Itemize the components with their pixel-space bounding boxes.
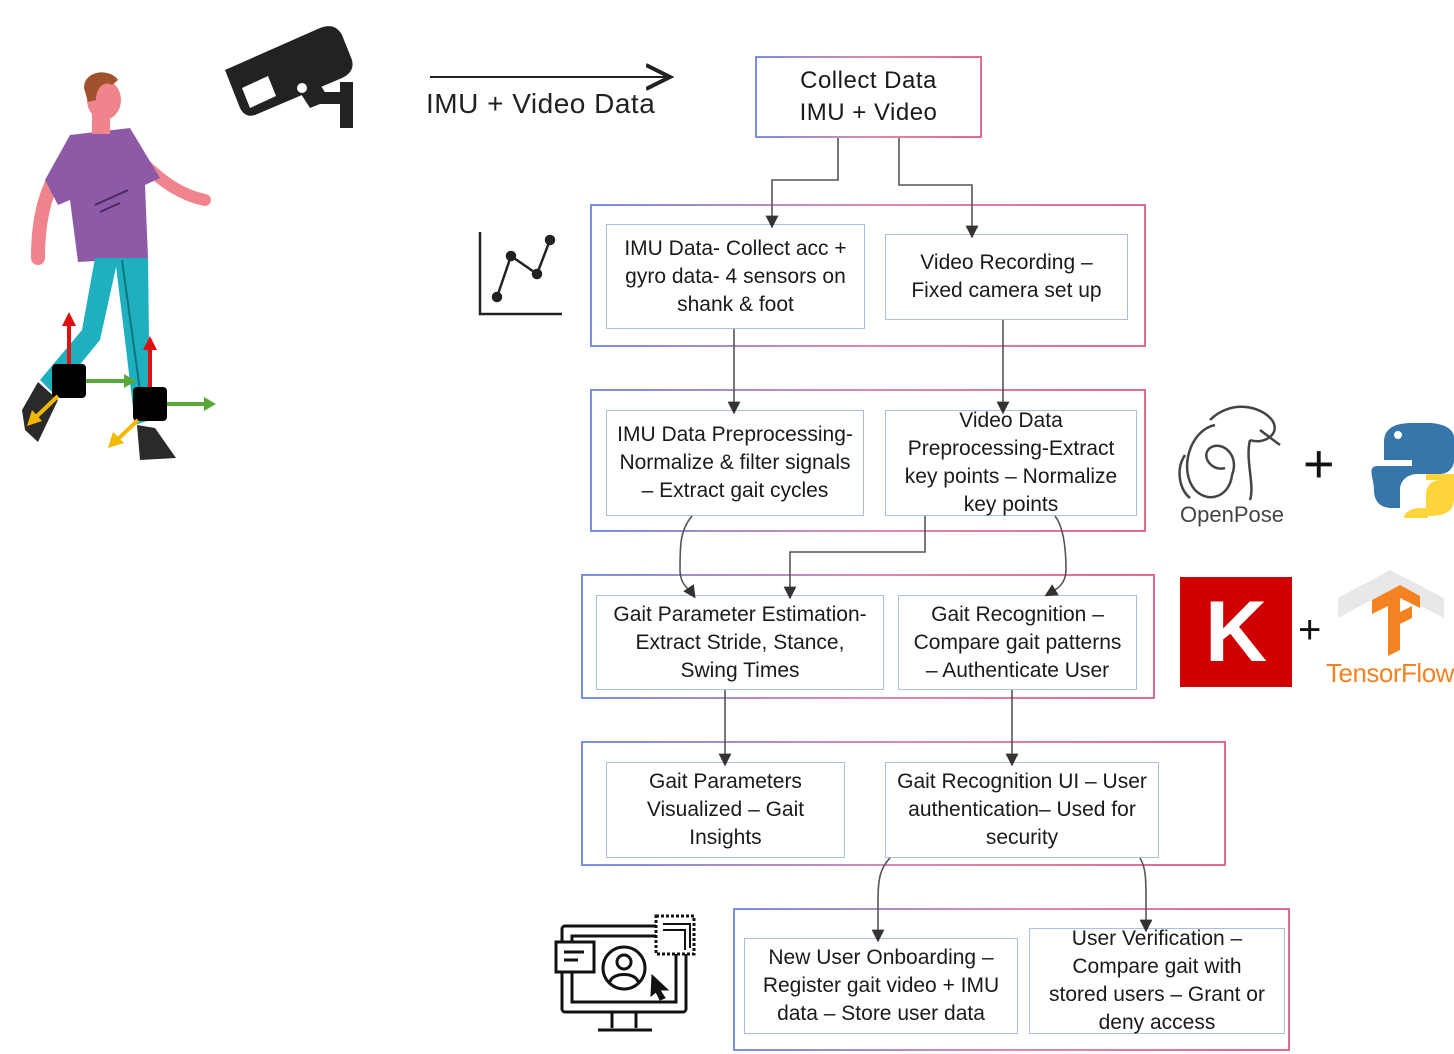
gait-recognition-ui-box: Gait Recognition UI – User authenticatio… [885, 762, 1159, 858]
plus-sign-keras-tensorflow: + [1298, 608, 1322, 652]
connector-collect-to-imu [765, 138, 839, 229]
imu-data-box: IMU Data- Collect acc + gyro data- 4 sen… [606, 224, 865, 329]
gait-parameter-estimation-box: Gait Parameter Estimation- Extract Strid… [596, 595, 884, 690]
plus-sign-openpose-python: + [1303, 434, 1335, 494]
computer-user-icon [554, 914, 696, 1032]
tensorflow-logo-icon [1338, 570, 1444, 656]
gait-recognition-box: Gait Recognition – Compare gait patterns… [898, 595, 1137, 690]
openpose-logo-text: OpenPose [1180, 502, 1284, 527]
walking-person-illustration [22, 72, 216, 460]
cctv-camera-icon [225, 26, 353, 128]
collect-data-box: Collect Data IMU + Video [755, 56, 982, 138]
openpose-logo-figure [1178, 405, 1281, 501]
new-user-onboarding-box: New User Onboarding – Register gait vide… [744, 938, 1018, 1034]
connector-video-pre-to-recognition [1044, 515, 1067, 597]
connector-imu-pre-to-estimation [679, 515, 696, 599]
imu-preprocessing-box: IMU Data Preprocessing- Normalize & filt… [606, 410, 864, 516]
python-logo-icon [1371, 423, 1454, 518]
connector-ui-to-verification [1139, 857, 1153, 933]
connector-ui-to-onboarding [871, 857, 891, 943]
video-recording-box: Video Recording – Fixed camera set up [885, 234, 1128, 320]
user-verification-box: User Verification – Compare gait with st… [1029, 927, 1285, 1034]
keras-logo-icon [1180, 577, 1292, 687]
keras-logo-letter: K [1205, 584, 1268, 680]
data-flow-label: IMU + Video Data [426, 88, 656, 119]
connector-collect-to-video [898, 138, 979, 239]
line-chart-icon [478, 232, 562, 316]
connector-video-pre-to-estimation [783, 516, 926, 600]
tensorflow-logo-text: TensorFlow [1326, 658, 1454, 688]
video-preprocessing-box: Video Data Preprocessing-Extract key poi… [885, 409, 1137, 516]
